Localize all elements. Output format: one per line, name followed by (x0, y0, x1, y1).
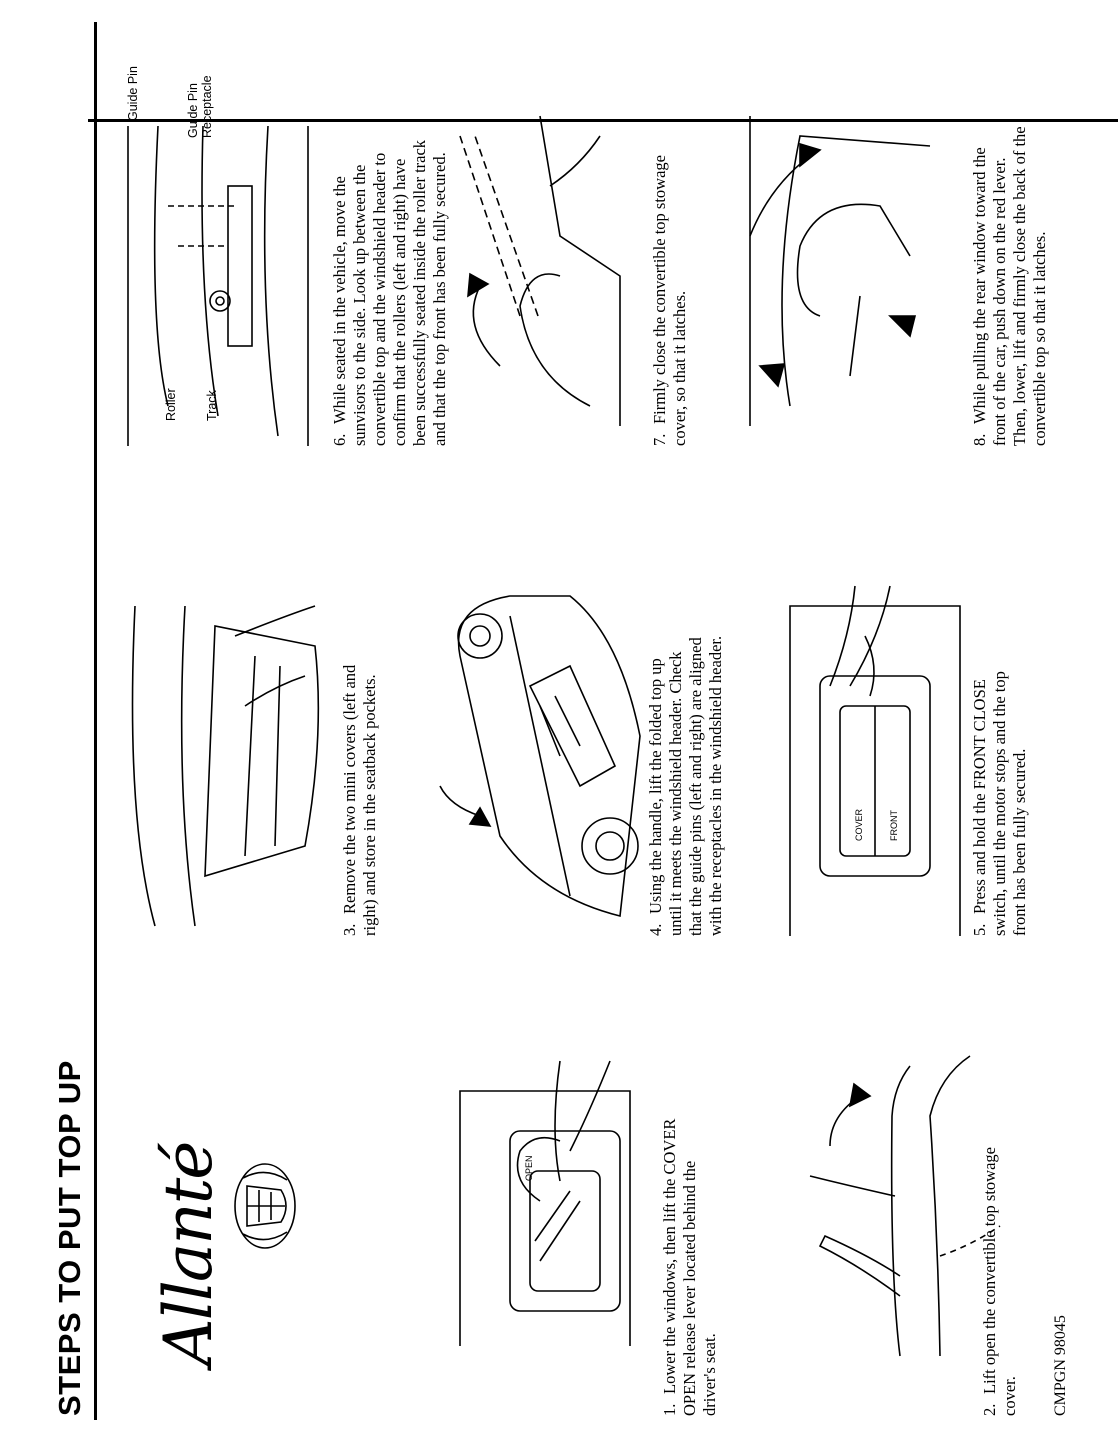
step-number: 1. (660, 1403, 679, 1416)
label-roller: Roller (164, 388, 178, 421)
label-guide-pin: Guide Pin (126, 66, 140, 121)
label-guide-pin-receptacle-2: Receptacle (200, 75, 214, 138)
step8-illustration (749, 116, 931, 426)
brand-logo-script: Allanté (150, 1142, 227, 1366)
step-text: Press and hold the FRONT CLOSE switch, u… (970, 671, 1029, 936)
step-number: 4. (646, 923, 665, 936)
step-2: 2.Lift open the convertible top stowage … (980, 1116, 1020, 1416)
step-3: 3.Remove the two mini covers (left and r… (340, 636, 380, 936)
step-number: 8. (970, 433, 989, 446)
step5-illustration: COVER FRONT (789, 585, 961, 936)
step-number: 2. (980, 1403, 999, 1416)
label-guide-pin-receptacle-1: Guide Pin (186, 83, 200, 138)
step-number: 3. (340, 923, 359, 936)
step-text: While pulling the rear window toward the… (970, 126, 1049, 446)
step-6: 6.While seated in the vehicle, move the … (330, 126, 450, 446)
top-rule (94, 22, 97, 1420)
step-text: Firmly close the convertible top stowage… (650, 155, 689, 446)
step-5: 5.Press and hold the FRONT CLOSE switch,… (970, 636, 1030, 936)
svg-text:FRONT: FRONT (889, 810, 899, 841)
document-code: CMPGN 98045 (1052, 1315, 1069, 1416)
right-rule (88, 119, 1118, 122)
step-text: Lift open the convertible top stowage co… (980, 1147, 1019, 1416)
step-7: 7.Firmly close the convertible top stowa… (650, 146, 690, 446)
step2-illustration (809, 1055, 1001, 1357)
step4-illustration (439, 595, 641, 917)
step7-illustration (459, 115, 621, 426)
step-text: While seated in the vehicle, move the su… (330, 139, 449, 446)
step1-illustration: OPEN (459, 1060, 631, 1346)
step-text: Using the handle, lift the folded top up… (646, 635, 725, 936)
step-8: 8.While pulling the rear window toward t… (970, 126, 1050, 446)
step-text: Lower the windows, then lift the COVER O… (660, 1118, 719, 1416)
step6-illustration (127, 125, 309, 446)
step-text: Remove the two mini covers (left and rig… (340, 664, 379, 936)
svg-text:COVER: COVER (854, 808, 864, 841)
svg-text:OPEN: OPEN (524, 1155, 534, 1181)
page-title: STEPS TO PUT TOP UP (52, 1060, 87, 1416)
step-number: 5. (970, 923, 989, 936)
step-4: 4.Using the handle, lift the folded top … (646, 626, 726, 936)
crest-icon (234, 1163, 296, 1249)
step-number: 7. (650, 433, 669, 446)
step3-illustration (131, 605, 320, 927)
label-track: Track (205, 390, 219, 421)
step-number: 6. (330, 433, 349, 446)
step-1: 1.Lower the windows, then lift the COVER… (660, 1116, 720, 1416)
